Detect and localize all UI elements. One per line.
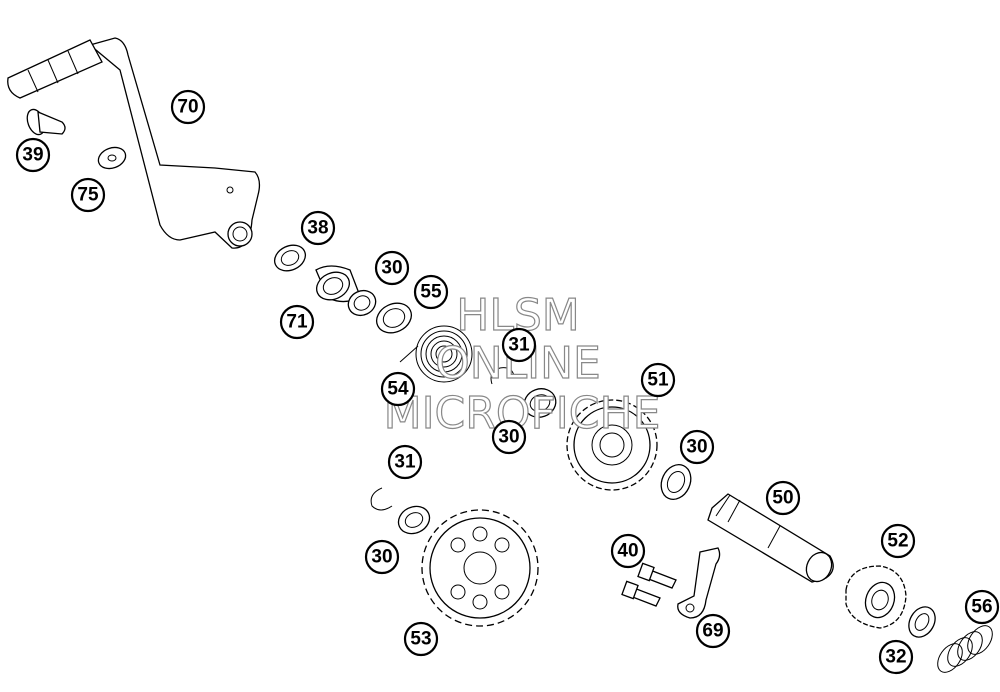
circlip-31-upper — [490, 367, 515, 385]
spacer-sleeve — [375, 302, 413, 334]
washer-32 — [908, 606, 936, 638]
callout-54: 54 — [380, 371, 416, 407]
washer-30-lower — [397, 505, 431, 535]
callout-70: 70 — [170, 89, 206, 125]
seal-ring-38 — [273, 244, 307, 272]
kick-starter-lever — [7, 37, 261, 249]
svg-text:32: 32 — [885, 647, 906, 668]
compression-spring-56 — [937, 625, 993, 673]
callout-31-lower: 31 — [387, 444, 423, 480]
circlip-31-lower — [370, 487, 393, 511]
watermark: HLSM ONLINE MICROFICHE — [383, 289, 661, 439]
callout-52: 52 — [880, 523, 916, 559]
callout-31-upper: 31 — [501, 327, 537, 363]
svg-text:55: 55 — [420, 282, 442, 303]
svg-text:39: 39 — [22, 145, 43, 166]
svg-text:51: 51 — [647, 370, 669, 391]
watermark-line-1: HLSM — [456, 290, 580, 341]
callout-55: 55 — [413, 274, 449, 310]
svg-text:30: 30 — [498, 427, 519, 448]
callout-30-lower: 30 — [364, 539, 400, 575]
screws-40 — [621, 562, 677, 607]
guide-plate-69 — [677, 547, 721, 619]
kick-ratchet-52 — [845, 565, 907, 629]
svg-text:31: 31 — [508, 335, 530, 356]
callout-40: 40 — [610, 533, 646, 569]
callout-32: 32 — [878, 639, 914, 675]
callout-39: 39 — [15, 137, 51, 173]
callout-53: 53 — [403, 621, 439, 657]
kickstarter-shaft-50 — [707, 493, 834, 583]
callout-71: 71 — [279, 304, 315, 340]
callout-50: 50 — [765, 480, 801, 516]
svg-text:70: 70 — [177, 97, 198, 118]
svg-text:69: 69 — [702, 621, 723, 642]
callout-30-mid: 30 — [491, 419, 527, 455]
callout-30-right: 30 — [679, 429, 715, 465]
svg-text:52: 52 — [887, 531, 908, 552]
kickstarter-gear-51 — [566, 399, 658, 491]
pin-39 — [26, 108, 66, 136]
washer-30-upper — [347, 289, 377, 317]
svg-text:56: 56 — [971, 597, 992, 618]
callout-51: 51 — [640, 362, 676, 398]
svg-text:30: 30 — [371, 547, 392, 568]
svg-text:30: 30 — [686, 437, 707, 458]
svg-text:50: 50 — [772, 488, 793, 509]
svg-text:31: 31 — [394, 452, 416, 473]
svg-text:38: 38 — [307, 218, 328, 239]
washer-30-mid — [523, 388, 557, 418]
kickstarter-spring — [399, 325, 473, 383]
callout-38: 38 — [300, 210, 336, 246]
callout-75: 75 — [70, 177, 106, 213]
washer-75 — [97, 146, 127, 170]
intermediate-gear-53 — [421, 509, 539, 627]
svg-text:53: 53 — [410, 629, 431, 650]
svg-text:71: 71 — [286, 312, 308, 333]
callout-56: 56 — [964, 589, 1000, 625]
svg-text:40: 40 — [617, 541, 638, 562]
callout-30-upper: 30 — [374, 250, 410, 286]
callout-69: 69 — [695, 613, 731, 649]
svg-text:30: 30 — [381, 258, 402, 279]
svg-text:75: 75 — [77, 185, 99, 206]
washer-30-right — [660, 463, 692, 501]
svg-text:54: 54 — [387, 379, 409, 400]
